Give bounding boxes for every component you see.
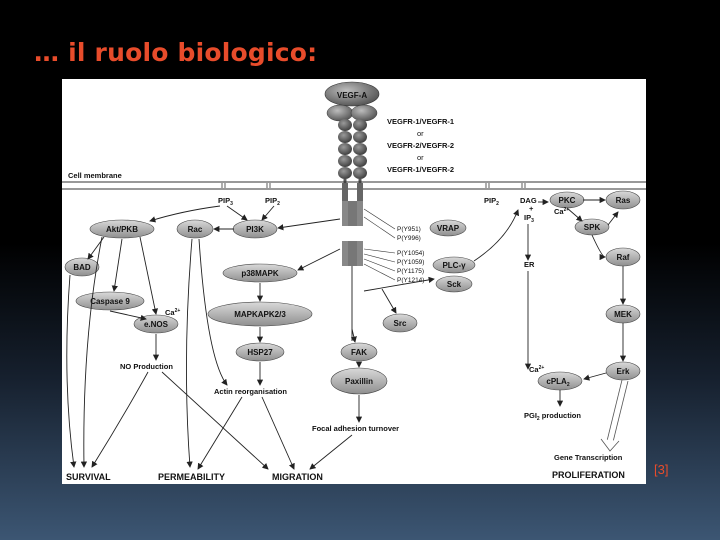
pip3-label: PIP3 bbox=[218, 196, 233, 207]
node-erk: Erk bbox=[605, 361, 641, 381]
outcome-migration: MIGRATION bbox=[272, 472, 323, 482]
svg-text:cPLA2: cPLA2 bbox=[546, 377, 569, 388]
svg-text:Ras: Ras bbox=[616, 196, 631, 205]
ca-cpla-label: Ca2+ bbox=[529, 365, 544, 374]
phosphosite-y1059: P(Y1059) bbox=[397, 259, 424, 266]
svg-text:Raf: Raf bbox=[617, 253, 630, 262]
node-fak: FAK bbox=[340, 342, 378, 362]
phosphosite-y1054: P(Y1054) bbox=[397, 250, 424, 257]
node-ras: Ras bbox=[605, 190, 641, 210]
focal-adhesion-label: Focal adhesion turnover bbox=[312, 424, 399, 433]
ip3-label: IP3 bbox=[524, 213, 534, 224]
node-vrap: VRAP bbox=[429, 219, 467, 237]
node-hsp27: HSP27 bbox=[235, 342, 285, 362]
node-mapkapk: MAPKAPK2/3 bbox=[207, 301, 313, 327]
receptor-pair-list: VEGFR-1/VEGFR-1 or VEGFR-2/VEGFR-2 or VE… bbox=[387, 117, 454, 174]
node-raf: Raf bbox=[605, 247, 641, 267]
receptor-intracellular bbox=[342, 183, 363, 341]
phosphosite-y951: P(Y951) bbox=[397, 226, 421, 233]
erk-transcription-arrow bbox=[600, 379, 629, 452]
no-production-label: NO Production bbox=[120, 362, 173, 371]
svg-text:BAD: BAD bbox=[73, 263, 91, 272]
node-sck: Sck bbox=[435, 275, 473, 293]
svg-text:MEK: MEK bbox=[614, 310, 632, 319]
pgi2-production-label: PGI2 production bbox=[524, 411, 581, 422]
ca-pkc-label: Ca2+ bbox=[554, 207, 569, 216]
svg-text:PKC: PKC bbox=[559, 196, 576, 205]
outcome-permeability: PERMEABILITY bbox=[158, 472, 225, 482]
phosphosite-y996: P(Y996) bbox=[397, 235, 421, 242]
node-spk: SPK bbox=[574, 218, 610, 236]
node-bad: BAD bbox=[64, 257, 100, 277]
node-mek: MEK bbox=[605, 304, 641, 324]
dag-label: DAG bbox=[520, 196, 537, 205]
node-pkc: PKC bbox=[549, 191, 585, 209]
node-cpla2: cPLA2 bbox=[537, 371, 583, 391]
gene-transcription-label: Gene Transcription bbox=[554, 453, 623, 462]
node-pi3k: PI3K bbox=[232, 219, 278, 239]
node-caspase-9: Caspase 9 bbox=[75, 291, 145, 311]
membrane-lipids: PIP3 PIP2 PIP2 DAG + IP3 bbox=[218, 196, 537, 224]
pathway-arrows bbox=[66, 196, 627, 470]
signaling-pathway-diagram: VEGF-A VEGFR-1/VEGFR-1 or VEGFR-2/VEGFR-… bbox=[62, 81, 646, 482]
svg-text:Paxillin: Paxillin bbox=[345, 377, 373, 386]
outcome-survival: SURVIVAL bbox=[66, 472, 111, 482]
node-rac: Rac bbox=[176, 219, 214, 239]
phosphosite-list: P(Y951) P(Y996) P(Y1054) P(Y1059) P(Y117… bbox=[397, 226, 424, 284]
receptor-or-2: or bbox=[417, 153, 424, 162]
vegf-a-label: VEGF-A bbox=[337, 91, 367, 100]
svg-text:e.NOS: e.NOS bbox=[144, 320, 169, 329]
phosphosite-y1214: P(Y1214) bbox=[397, 277, 424, 284]
svg-text:MAPKAPK2/3: MAPKAPK2/3 bbox=[234, 310, 286, 319]
actin-reorganisation-label: Actin reorganisation bbox=[214, 387, 287, 396]
receptor-pair-2: VEGFR-2/VEGFR-2 bbox=[387, 141, 454, 150]
diagram-labels: Ca2+ Ca2+ Ca2+ ER NO Production Actin re… bbox=[120, 207, 623, 462]
node-plc-gamma: PLC-γ bbox=[432, 256, 476, 274]
er-label: ER bbox=[524, 260, 535, 269]
vegf-a-ligand: VEGF-A bbox=[324, 81, 380, 122]
svg-text:SPK: SPK bbox=[584, 223, 601, 232]
svg-text:Akt/PKB: Akt/PKB bbox=[106, 225, 138, 234]
outcome-proliferation: PROLIFERATION bbox=[552, 470, 625, 480]
citation-reference[interactable]: [3] bbox=[654, 462, 669, 477]
svg-text:Caspase 9: Caspase 9 bbox=[90, 297, 130, 306]
svg-text:Rac: Rac bbox=[188, 225, 203, 234]
svg-text:Erk: Erk bbox=[617, 367, 630, 376]
cell-membrane: Cell membrane bbox=[62, 171, 646, 190]
svg-text:PI3K: PI3K bbox=[246, 225, 264, 234]
receptor-pair-1: VEGFR-1/VEGFR-1 bbox=[387, 117, 454, 126]
svg-text:Src: Src bbox=[394, 319, 407, 328]
receptor-pair-3: VEGFR-1/VEGFR-2 bbox=[387, 165, 454, 174]
vegf-receptor-dimer bbox=[338, 119, 367, 183]
svg-text:Sck: Sck bbox=[447, 280, 462, 289]
vegf-signaling-figure: VEGF-A VEGFR-1/VEGFR-1 or VEGFR-2/VEGFR-… bbox=[62, 79, 646, 484]
cell-membrane-label: Cell membrane bbox=[68, 171, 122, 180]
node-p38mapk: p38MAPK bbox=[222, 263, 298, 283]
pip2-label-left: PIP2 bbox=[265, 196, 280, 207]
svg-text:HSP27: HSP27 bbox=[247, 348, 273, 357]
node-paxillin: Paxillin bbox=[330, 367, 388, 395]
svg-text:PLC-γ: PLC-γ bbox=[442, 261, 466, 270]
pip2-label-right: PIP2 bbox=[484, 196, 499, 207]
ca-enos-label: Ca2+ bbox=[165, 308, 180, 317]
receptor-or-1: or bbox=[417, 129, 424, 138]
svg-text:FAK: FAK bbox=[351, 348, 367, 357]
node-akt-pkb: Akt/PKB bbox=[89, 219, 155, 239]
signaling-nodes: Akt/PKB Rac PI3K BAD Caspase 9 e.NOS p38… bbox=[64, 190, 641, 395]
svg-text:VRAP: VRAP bbox=[437, 224, 460, 233]
node-src: Src bbox=[382, 313, 418, 333]
phosphosite-y1175: P(Y1175) bbox=[397, 268, 424, 275]
slide-title: … il ruolo biologico: bbox=[34, 38, 318, 67]
cellular-outcomes: SURVIVAL PERMEABILITY MIGRATION PROLIFER… bbox=[66, 470, 625, 482]
svg-text:p38MAPK: p38MAPK bbox=[241, 269, 279, 278]
plus-sign: + bbox=[529, 204, 534, 213]
